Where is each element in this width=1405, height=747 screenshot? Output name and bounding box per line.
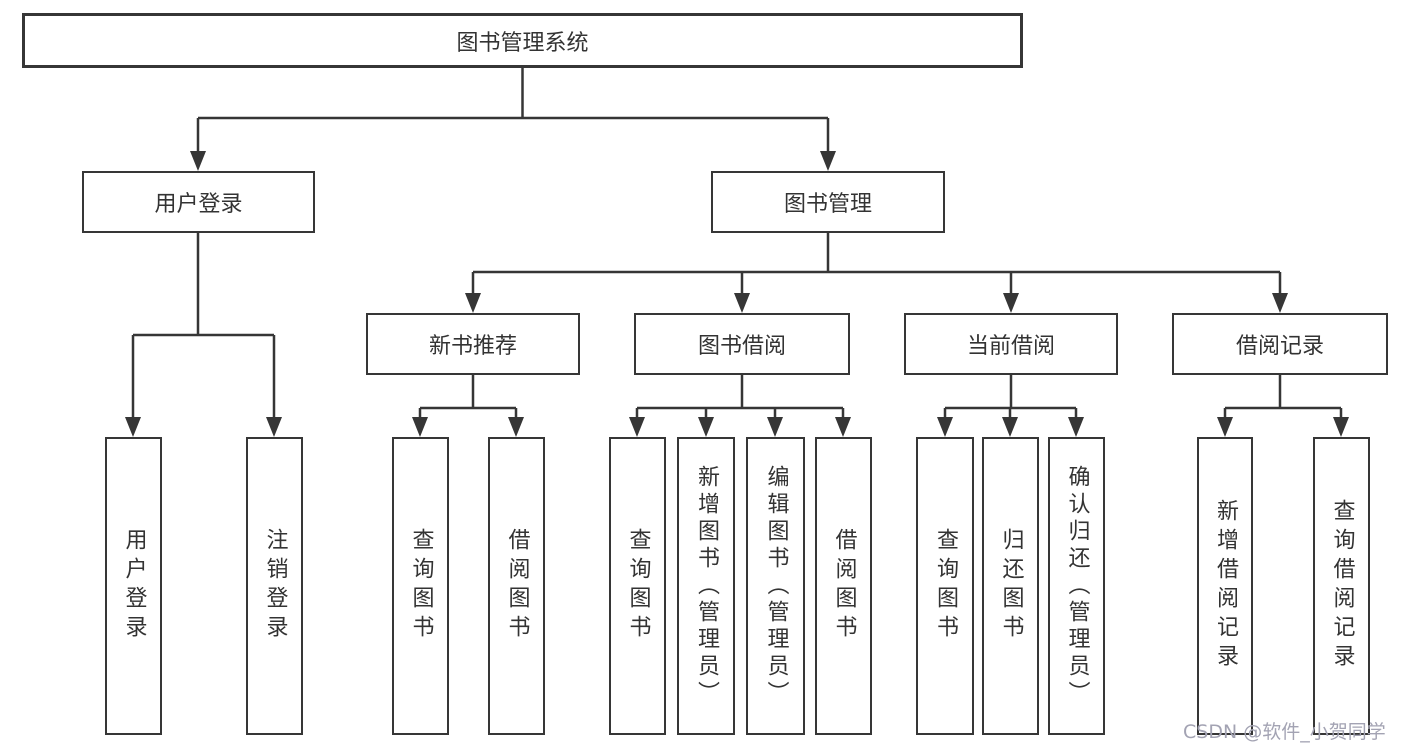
- node-new-book-recommend: 新书推荐: [366, 313, 580, 375]
- leaf-edit-books-admin: 编辑图书（管理员）: [746, 437, 805, 735]
- leaf-confirm-return-admin: 确认归还（管理员）: [1048, 437, 1105, 735]
- node-book-borrow: 图书借阅: [634, 313, 850, 375]
- csdn-watermark: CSDN @软件_小贺同学: [1183, 721, 1386, 743]
- leaf-logout: 注销登录: [246, 437, 303, 735]
- leaf-query-books-borrow: 查询图书: [609, 437, 666, 735]
- leaf-query-borrow-record: 查询借阅记录: [1313, 437, 1370, 735]
- leaf-query-books-current: 查询图书: [916, 437, 974, 735]
- leaf-add-borrow-record: 新增借阅记录: [1197, 437, 1253, 735]
- node-borrow-records: 借阅记录: [1172, 313, 1388, 375]
- arrowhead-icons: [125, 151, 1349, 437]
- node-book-management: 图书管理: [711, 171, 945, 233]
- node-library-management-system: 图书管理系统: [22, 13, 1023, 68]
- leaf-borrow-books-recommend: 借阅图书: [488, 437, 545, 735]
- leaf-borrow-books: 借阅图书: [815, 437, 872, 735]
- leaf-query-books-recommend: 查询图书: [392, 437, 449, 735]
- leaf-add-books-admin: 新增图书（管理员）: [677, 437, 735, 735]
- leaf-return-books: 归还图书: [982, 437, 1039, 735]
- node-current-borrow: 当前借阅: [904, 313, 1118, 375]
- leaf-user-login: 用户登录: [105, 437, 162, 735]
- node-user-login: 用户登录: [82, 171, 315, 233]
